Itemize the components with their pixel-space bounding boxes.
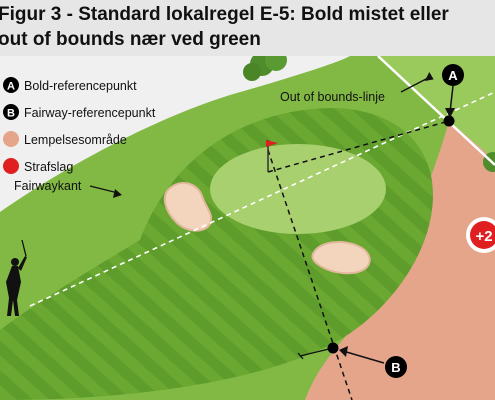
club-length-line [299,347,334,357]
figure-title-line2: out of bounds nær ved green [0,29,261,50]
legend-penalty-swatch [3,158,19,174]
legend-marker-b [3,104,19,120]
bunker-right [311,241,371,275]
marker-a-badge [442,64,464,86]
legend: A Bold-referencepunkt B Fairway-referenc… [3,77,156,174]
legend-label-relief: Lempelsesområde [24,133,127,147]
legend-marker-a [3,77,19,93]
fairway-reference-point [327,342,339,354]
legend-relief-swatch [3,131,19,147]
figure-title-line1: Figur 3 - Standard lokalregel E-5: Bold … [0,4,449,25]
tee-to-ball-line [29,91,495,307]
ball-reference-point [443,115,455,127]
flag-to-ball-line [267,120,450,173]
out-of-bounds-line [377,56,495,166]
legend-label-a: Bold-referencepunkt [24,79,137,93]
svg-text:A: A [7,81,15,93]
out-of-bounds-label: Out of bounds-linje [280,90,385,104]
marker-b-label: B [391,360,400,375]
putting-green [210,144,386,234]
marker-b-badge [385,356,407,378]
svg-text:B: B [7,108,15,120]
fairway-edge-label: Fairwaykant [14,179,82,193]
golfer-icon [6,239,27,316]
penalty-label: +2 [475,228,492,245]
flag-to-fairway-line [267,149,353,400]
flag-icon [266,140,278,172]
bunker-left [163,181,212,232]
tree-top [243,56,287,81]
marker-a-label: A [448,68,458,83]
legend-label-b: Fairway-referencepunkt [24,106,156,120]
legend-label-penalty: Strafslag [24,160,73,174]
figure-title: Figur 3 - Standard lokalregel E-5: Bold … [0,0,495,56]
penalty-badge [470,221,495,249]
